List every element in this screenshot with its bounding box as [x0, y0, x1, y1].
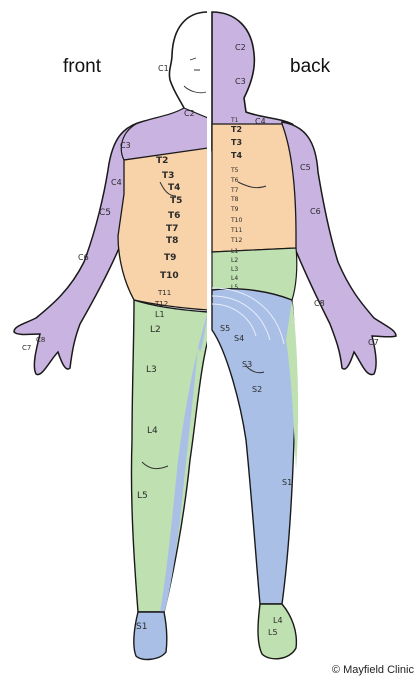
back-label-C5: C5 [300, 163, 311, 172]
back-label-T4: T4 [231, 151, 242, 160]
front-label-L1: L1 [155, 310, 165, 319]
back-label-T10: T10 [230, 217, 242, 224]
back-label-T11: T11 [230, 227, 242, 234]
back-label-T6: T6 [230, 177, 239, 184]
front-label-S1: S1 [136, 622, 147, 632]
back-label-C8: C8 [314, 299, 325, 308]
front-label-T8: T8 [166, 236, 178, 246]
back-label-S5: S5 [220, 324, 230, 333]
front-label-T6: T6 [168, 211, 180, 221]
back-label-L5: L5 [231, 284, 238, 291]
front-label-T11: T11 [157, 289, 171, 297]
front-label-C7: C7 [22, 344, 31, 352]
front-label-C5: C5 [99, 208, 111, 218]
back-label-T12: T12 [230, 237, 242, 244]
back-label-L5-foot: L5 [268, 628, 278, 637]
back-trunk-thoracic [212, 124, 296, 252]
back-label-C3: C3 [235, 77, 246, 86]
front-label-T7: T7 [166, 224, 178, 234]
front-label-L3: L3 [146, 365, 157, 375]
back-label-T5: T5 [230, 167, 239, 174]
back-label-T3: T3 [231, 138, 242, 147]
front-label-L2: L2 [150, 325, 161, 335]
front-label-L5: L5 [137, 491, 148, 501]
back-label-T1: T1 [230, 117, 239, 124]
front-foot [134, 612, 167, 659]
back-label-S3: S3 [242, 360, 252, 369]
front-label-C6: C6 [78, 253, 89, 262]
back-leg-sacral [212, 289, 295, 604]
back-label-T2: T2 [231, 125, 242, 134]
front-label-T5: T5 [170, 196, 182, 206]
back-label-C2: C2 [235, 43, 246, 52]
front-label-T9: T9 [164, 253, 176, 263]
front-label-C1: C1 [158, 64, 169, 73]
front-label-C8: C8 [36, 336, 45, 344]
back-view-heading: back [290, 56, 330, 78]
back-label-T8: T8 [230, 196, 239, 203]
back-label-T7: T7 [230, 187, 239, 194]
back-label-L3: L3 [231, 266, 238, 273]
back-label-S2: S2 [252, 385, 262, 394]
back-label-C6: C6 [310, 207, 321, 216]
front-head [169, 12, 208, 124]
back-arm-cervical [282, 122, 396, 375]
front-label-L4: L4 [147, 426, 158, 436]
back-label-S1: S1 [282, 478, 292, 487]
back-label-L2: L2 [231, 257, 238, 264]
front-view-heading: front [63, 56, 101, 78]
back-label-C7: C7 [368, 338, 379, 347]
front-label-T12: T12 [154, 300, 168, 308]
back-label-T9: T9 [230, 206, 239, 213]
front-label-T10: T10 [160, 271, 179, 281]
back-label-L4: L4 [231, 275, 238, 282]
front-label-T4: T4 [168, 183, 180, 193]
back-label-C4: C4 [255, 117, 266, 126]
back-label-L4-foot: L4 [273, 616, 283, 625]
back-label-L1: L1 [231, 248, 238, 255]
copyright-credit: © Mayfield Clinic [332, 664, 414, 676]
front-label-C4: C4 [111, 178, 122, 187]
back-label-S4: S4 [234, 334, 244, 343]
front-label-C3: C3 [120, 141, 131, 150]
front-label-T3: T3 [162, 171, 174, 181]
front-label-C2: C2 [184, 109, 195, 118]
front-label-T2: T2 [156, 156, 168, 166]
